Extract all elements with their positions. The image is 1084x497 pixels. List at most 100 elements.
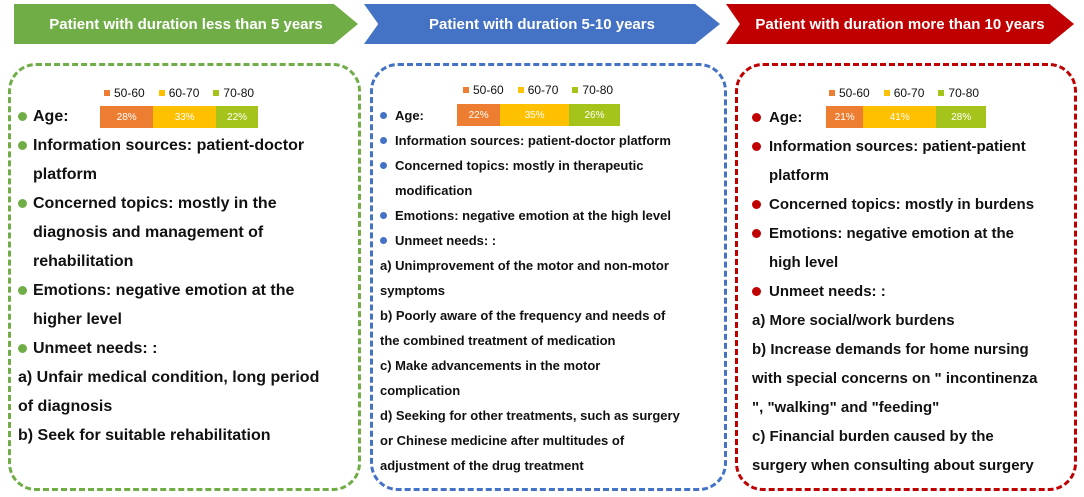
- line: Emotions: negative emotion at the: [33, 282, 295, 299]
- legend-swatch: [213, 90, 220, 96]
- line: Concerned topics: mostly in therapeutic: [395, 158, 644, 173]
- bullet-icon: [752, 142, 761, 151]
- age-item: Age:: [752, 103, 802, 132]
- header-arrow-under-5: Patient with duration less than 5 years: [14, 4, 358, 44]
- bullet-icon: [18, 112, 27, 121]
- bullet-icon: [380, 137, 387, 144]
- age-segment-60-70: 33%: [153, 106, 217, 128]
- line: c) Make advancements in the motor: [380, 358, 601, 373]
- bullet-icon: [18, 344, 27, 353]
- line: a) Unfair medical condition, long period: [18, 369, 320, 386]
- line: complication: [380, 383, 461, 398]
- line: Concerned topics: mostly in burdens: [769, 196, 1035, 213]
- legend-label: 70-80: [223, 86, 255, 100]
- line: Unmeet needs: :: [769, 283, 886, 300]
- legend-swatch: [572, 87, 579, 93]
- bullet-icon: [380, 162, 387, 169]
- legend-label: 70-80: [948, 86, 980, 100]
- age-segment-60-70: 35%: [500, 104, 569, 126]
- age-segment-70-80: 28%: [936, 106, 986, 128]
- bullet-icon: [380, 237, 387, 244]
- age-segment-50-60: 28%: [100, 106, 154, 128]
- line: c) Financial burden caused by the: [752, 428, 994, 445]
- bullet-icon: [752, 229, 761, 238]
- legend-label: 50-60: [114, 86, 145, 100]
- age-bar: 21% 41% 28%: [826, 106, 986, 128]
- bullet-icon: [380, 212, 387, 219]
- age-segment-50-60: 22%: [457, 104, 501, 126]
- line: with special concerns on " incontinenza: [752, 370, 1038, 387]
- age-label: Age:: [33, 108, 69, 125]
- age-legend: 50-60 60-70 70-80: [463, 83, 627, 97]
- line: Unmeet needs: :: [33, 340, 158, 357]
- legend-label: 60-70: [168, 86, 200, 100]
- header-label: Patient with duration more than 10 years: [755, 15, 1045, 33]
- line: Emotions: negative emotion at the high l…: [395, 208, 671, 223]
- line: ", "walking" and "feeding": [752, 399, 940, 416]
- bullet-icon: [752, 200, 761, 209]
- legend-swatch: [517, 87, 524, 93]
- panel-text: Information sources: patient-patient pla…: [752, 132, 1077, 480]
- header-label: Patient with duration 5-10 years: [429, 15, 655, 33]
- line: high level: [769, 254, 839, 271]
- legend-swatch: [938, 90, 945, 96]
- line: b) Poorly aware of the frequency and nee…: [380, 308, 666, 323]
- panel-under-5: [8, 63, 361, 491]
- bullet-icon: [380, 112, 387, 119]
- age-item: Age:: [18, 102, 69, 131]
- panel-text: Information sources: patient-doctor plat…: [380, 128, 725, 478]
- age-item: Age:: [380, 103, 424, 128]
- line: platform: [33, 166, 97, 183]
- bullet-icon: [18, 199, 27, 208]
- line: Information sources: patient-doctor: [33, 137, 305, 154]
- line: surgery when consulting about surgery: [752, 457, 1034, 474]
- line: diagnosis and management of: [33, 224, 264, 241]
- line: or Chinese medicine after multitudes of: [380, 433, 625, 448]
- legend-swatch: [104, 90, 110, 96]
- line: Unmeet needs: :: [395, 233, 497, 248]
- age-segment-70-80: 22%: [216, 106, 258, 128]
- line: symptoms: [380, 283, 446, 298]
- bullet-icon: [18, 141, 27, 150]
- legend-swatch: [463, 87, 469, 93]
- line: b) Increase demands for home nursing: [752, 341, 1029, 358]
- legend-label: 60-70: [527, 83, 559, 97]
- legend-label: 60-70: [893, 86, 925, 100]
- line: a) Unimprovement of the motor and non-mo…: [380, 258, 669, 273]
- legend-label: 70-80: [582, 83, 614, 97]
- legend-label: 50-60: [839, 86, 870, 100]
- bullet-icon: [752, 287, 761, 296]
- legend-swatch: [829, 90, 835, 96]
- line: platform: [769, 167, 829, 184]
- panel-5-10: [370, 63, 727, 491]
- age-label: Age:: [769, 109, 803, 126]
- bullet-icon: [752, 113, 761, 122]
- line: Concerned topics: mostly in the: [33, 195, 277, 212]
- legend-label: 50-60: [473, 83, 504, 97]
- line: of diagnosis: [18, 398, 113, 415]
- panel-over-10: [735, 63, 1077, 491]
- line: Emotions: negative emotion at the: [769, 225, 1015, 242]
- line: higher level: [33, 311, 122, 328]
- bullet-icon: [18, 286, 27, 295]
- legend-swatch: [883, 90, 890, 96]
- line: d) Seeking for other treatments, such as…: [380, 408, 680, 423]
- legend-swatch: [158, 90, 165, 96]
- line: a) More social/work burdens: [752, 312, 955, 329]
- header-arrow-5-10: Patient with duration 5-10 years: [364, 4, 720, 44]
- line: the combined treatment of medication: [380, 333, 616, 348]
- line: modification: [395, 183, 473, 198]
- age-segment-50-60: 21%: [826, 106, 864, 128]
- line: Information sources: patient-doctor plat…: [395, 133, 671, 148]
- line: Information sources: patient-patient: [769, 138, 1026, 155]
- age-label: Age:: [395, 108, 424, 123]
- age-segment-70-80: 26%: [568, 104, 620, 126]
- age-legend: 50-60 60-70 70-80: [829, 86, 993, 100]
- header-arrow-over-10: Patient with duration more than 10 years: [726, 4, 1074, 44]
- line: b) Seek for suitable rehabilitation: [18, 427, 271, 444]
- age-bar: 28% 33% 22%: [100, 106, 258, 128]
- age-bar: 22% 35% 26%: [457, 104, 620, 126]
- line: adjustment of the drug treatment: [380, 458, 584, 473]
- panel-text: Information sources: patient-doctor plat…: [18, 131, 358, 450]
- age-segment-60-70: 41%: [863, 106, 937, 128]
